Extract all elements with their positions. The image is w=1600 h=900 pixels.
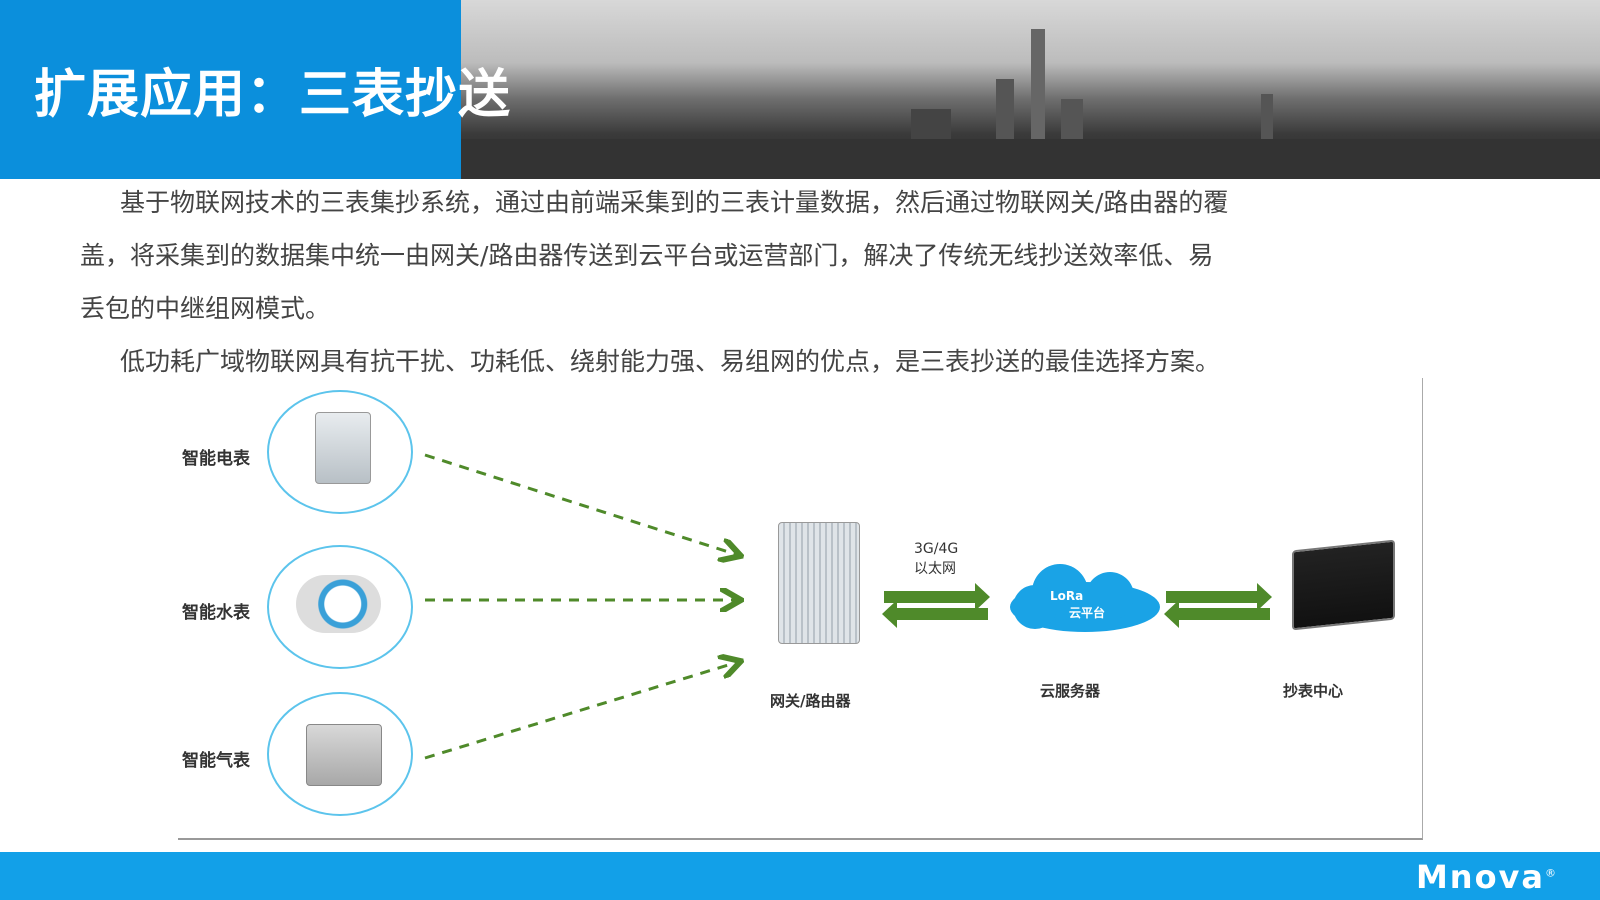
body-paragraph-line: 基于物联网技术的三表集抄系统，通过由前端采集到的三表计量数据，然后通过物联网关/…	[120, 188, 1229, 217]
cloud-icon	[1010, 564, 1160, 632]
meter-label: 智能水表	[182, 603, 250, 623]
title-banner	[0, 0, 461, 179]
meter-circle	[267, 545, 413, 669]
meter-reading-center-label: 抄表中心	[1283, 682, 1344, 700]
cloud-text: LoRa	[1050, 589, 1084, 603]
body-paragraph-line: 低功耗广域物联网具有抗干扰、功耗低、绕射能力强、易组网的优点，是三表抄送的最佳选…	[120, 347, 1221, 376]
dashed-arrow	[424, 453, 738, 555]
logo-text: Mnova	[1415, 858, 1545, 896]
dashed-arrow	[424, 662, 738, 760]
body-paragraph-line: 盖，将采集到的数据集中统一由网关/路由器传送到云平台或运营部门，解决了传统无线抄…	[80, 241, 1214, 270]
gateway-router-icon	[778, 522, 860, 644]
meter-circle	[267, 692, 413, 816]
meter-label: 智能电表	[182, 449, 250, 469]
gas-meter-icon	[306, 724, 382, 786]
system-diagram	[178, 378, 1423, 840]
page-title: 扩展应用：三表抄送	[34, 65, 512, 125]
mnova-logo: Mnova®	[1416, 858, 1558, 896]
water-meter-icon	[296, 575, 381, 633]
cloud-text: 云平台	[1069, 606, 1106, 620]
cloud-server-label: 云服务器	[1040, 682, 1101, 700]
body-paragraph-line: 丢包的中继组网模式。	[80, 294, 331, 323]
electric-meter-icon	[315, 412, 371, 484]
footer-bar: Mnova®	[0, 852, 1600, 900]
monitor-icon	[1292, 539, 1395, 631]
link-label: 以太网	[914, 561, 956, 577]
registered-mark: ®	[1545, 866, 1558, 880]
bidirectional-arrow	[882, 583, 1272, 628]
link-label: 3G/4G	[914, 541, 959, 557]
gateway-label: 网关/路由器	[770, 692, 851, 710]
meter-circle	[267, 390, 413, 514]
city-skyline-image	[461, 0, 1600, 179]
meter-label: 智能气表	[182, 751, 250, 771]
